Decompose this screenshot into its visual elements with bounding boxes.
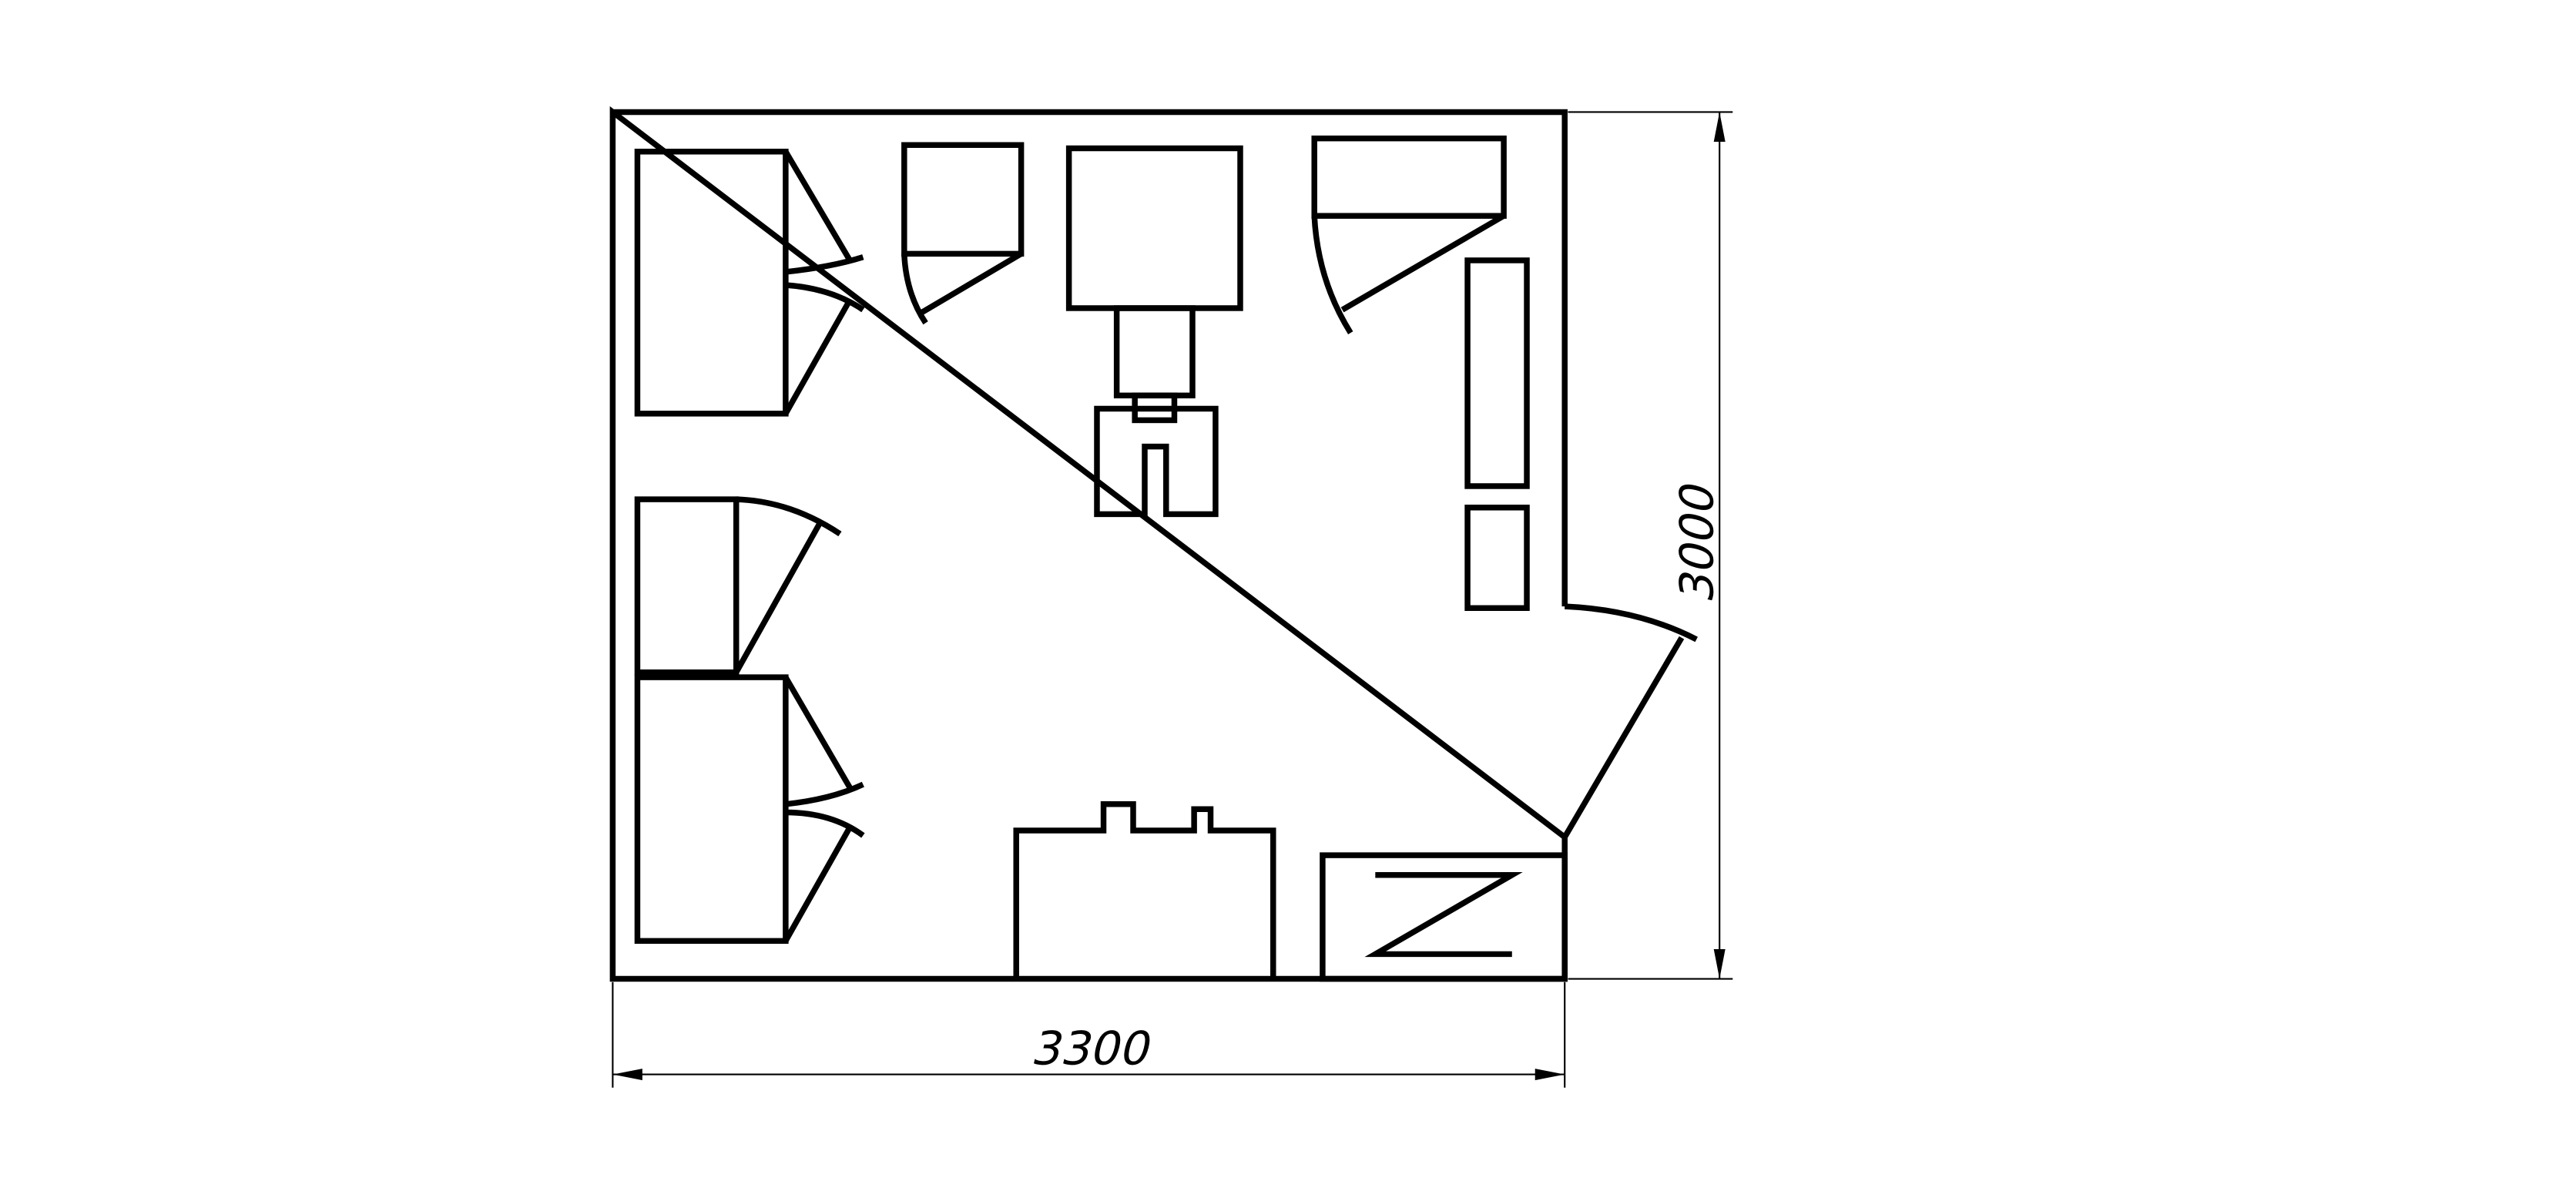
cabinet-top-right xyxy=(1311,135,1507,335)
dimension-height-label: 3000 xyxy=(1671,476,1724,607)
stove-unit xyxy=(1320,852,1568,982)
room-walls xyxy=(609,106,1568,982)
entrance-door xyxy=(1561,603,1698,839)
cabinet-small-top xyxy=(901,142,1025,325)
desk-leg-space xyxy=(1113,305,1196,399)
wardrobe-double-bottom-left xyxy=(634,674,865,945)
desk-with-chair xyxy=(1065,145,1243,518)
sink-counter xyxy=(1013,801,1276,979)
wardrobe-double-top-left xyxy=(634,149,865,417)
dimension-height: 3000 xyxy=(1568,111,1733,980)
shelf-long-right xyxy=(1464,257,1530,489)
cabinet-middle-left xyxy=(634,496,842,676)
dimension-width: 3300 xyxy=(612,982,1566,1088)
chair-seat xyxy=(1094,405,1219,518)
shelf-short-right xyxy=(1464,505,1530,612)
desk xyxy=(1065,145,1243,311)
dimension-width-label: 3300 xyxy=(1027,1023,1158,1076)
